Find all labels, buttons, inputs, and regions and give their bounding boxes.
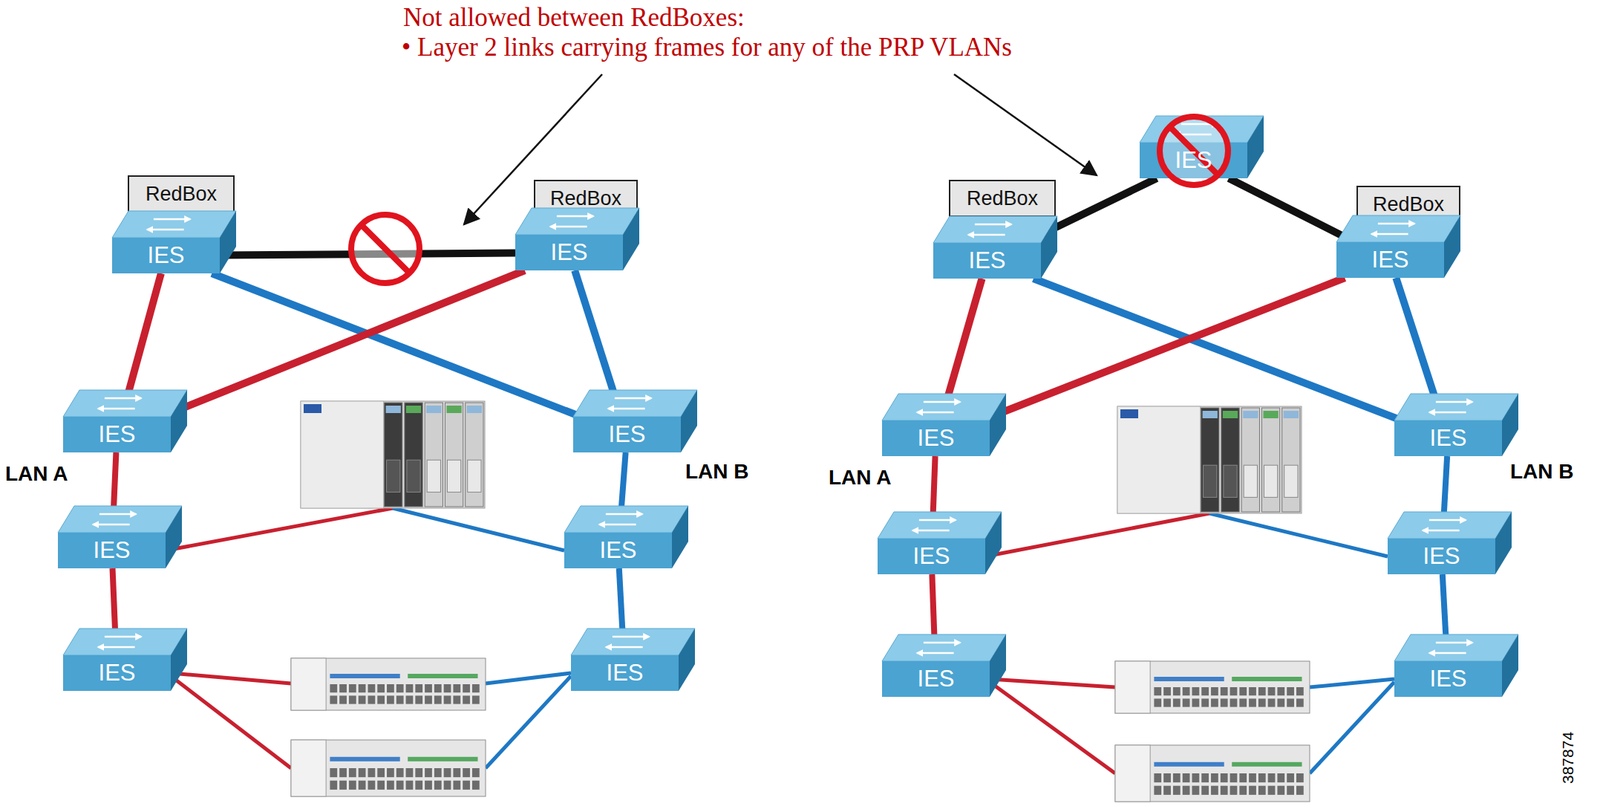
prohibited-slash <box>361 224 410 273</box>
device-wire <box>989 681 1116 773</box>
redbox-label: RedBox <box>145 182 217 206</box>
device-wire <box>1309 678 1395 687</box>
io-module <box>1115 660 1310 713</box>
switch-label: IES <box>599 536 638 564</box>
leader-arrow <box>954 74 1097 176</box>
lan-label: LAN B <box>1510 459 1575 484</box>
device-wire <box>165 507 393 551</box>
annotations <box>351 74 1097 283</box>
switch-node: IES <box>564 532 672 568</box>
lan-label: LAN B <box>685 459 750 484</box>
device-wire <box>485 675 571 768</box>
redbox-label: RedBox <box>1372 193 1445 217</box>
switch-node: IES <box>570 654 679 691</box>
device-wires <box>165 507 1395 773</box>
redbox-tag: RedBox <box>948 179 1056 217</box>
switch-node: IES <box>57 532 166 568</box>
devices <box>291 400 1310 802</box>
switch-node: IES <box>1336 242 1445 278</box>
switch-label: IES <box>1423 542 1461 570</box>
device-wire <box>485 672 571 684</box>
switch-label: IES <box>968 247 1007 274</box>
switch-label: IES <box>917 424 955 452</box>
switch-label: IES <box>1429 424 1468 452</box>
switch-label: IES <box>1372 246 1410 274</box>
network-link <box>1228 178 1355 243</box>
switch-node: IES <box>1394 420 1502 456</box>
switch-label: IES <box>606 659 644 687</box>
io-module <box>1115 744 1310 802</box>
figure-id: 387874 <box>1559 731 1577 784</box>
prohibited-symbol <box>351 214 420 283</box>
switch-node: IES <box>112 237 220 274</box>
switch-node: IES <box>877 538 986 574</box>
switch-label: IES <box>913 542 951 570</box>
device-wire <box>989 678 1116 687</box>
lan-label: LAN A <box>5 461 69 486</box>
connectors <box>112 178 1448 661</box>
switch-label: IES <box>608 420 646 448</box>
io-module <box>291 657 486 710</box>
switch-label: IES <box>98 659 136 687</box>
switch-label: IES <box>1175 147 1213 174</box>
device-wire <box>1209 513 1388 557</box>
switch-node: IES <box>882 420 990 456</box>
switch-label: IES <box>917 665 955 692</box>
lan-label: LAN A <box>828 465 892 490</box>
switch-node: IES <box>1394 660 1502 697</box>
switch-label: IES <box>93 536 131 564</box>
switch-label: IES <box>98 420 136 448</box>
switch-node: IES <box>882 660 990 697</box>
network-link <box>161 270 525 417</box>
controller-chassis <box>300 400 485 508</box>
network-link <box>981 277 1346 421</box>
device-wire <box>170 675 292 768</box>
network-link <box>211 273 581 417</box>
network-link <box>1033 278 1402 421</box>
device-wire <box>392 507 565 551</box>
switch-node: IES <box>515 234 623 271</box>
switch-node: IES <box>933 242 1041 279</box>
note-text: Not allowed between RedBoxes: <box>403 2 745 33</box>
io-module <box>291 739 486 796</box>
switch-node: IES <box>63 416 171 453</box>
switch-label: IES <box>1429 665 1468 692</box>
switch-node: IES <box>63 654 171 691</box>
redbox-label: RedBox <box>966 187 1038 211</box>
switch-label: IES <box>147 242 185 269</box>
switch-label: IES <box>550 239 589 266</box>
switch-node: IES <box>1139 142 1248 179</box>
device-wire <box>170 672 292 684</box>
device-wire <box>985 513 1210 557</box>
redbox-label: RedBox <box>550 187 622 211</box>
controller-chassis <box>1117 406 1302 514</box>
device-wire <box>1309 681 1395 773</box>
switch-node: IES <box>1387 538 1496 574</box>
note-text: • Layer 2 links carrying frames for any … <box>401 32 1012 63</box>
redbox-tag: RedBox <box>127 175 235 213</box>
switch-node: IES <box>573 416 681 453</box>
